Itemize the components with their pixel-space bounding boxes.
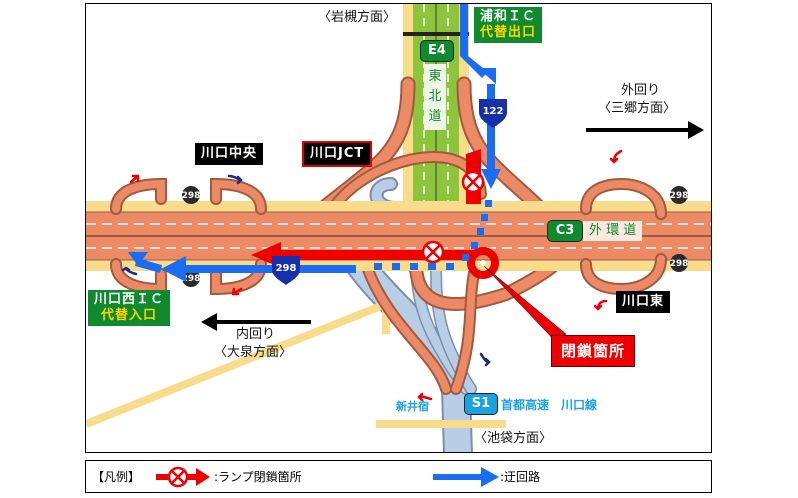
svg-text:298: 298 (670, 191, 689, 201)
legend-detour-icon (433, 467, 499, 487)
closure-location-label: 閉鎖箇所 (551, 335, 636, 367)
jct-label-kawaguchi: 川口JCT (301, 141, 373, 167)
map-frame: 298 298 298 298 (85, 3, 712, 453)
direction-east-line2: 〈三郷方面〉 (598, 101, 677, 116)
svg-text:122: 122 (483, 106, 504, 117)
legend-detour-text: :迂回路 (500, 470, 541, 484)
svg-text:298: 298 (276, 263, 297, 274)
c3-name: 外 環 道 (583, 221, 643, 241)
svg-text:298: 298 (182, 191, 201, 201)
route-122-shield: 122 (479, 99, 507, 128)
legend-closure-text: :ランプ閉鎖箇所 (214, 470, 302, 484)
direction-west-line1: 内回り (236, 327, 276, 342)
legend-closure-icon (156, 466, 210, 488)
direction-west-line2: 〈大泉方面〉 (214, 345, 293, 360)
kawaguchi-nishi-sign-line2: 代替入口 (101, 308, 158, 323)
urawa-sign-line2: 代替出口 (480, 25, 537, 40)
kawaguchi-nishi-sign-line1: 川口西ＩＣ (94, 292, 165, 307)
e4-shield: E4 (420, 40, 454, 62)
legend: 【凡例】 :ランプ閉鎖箇所 :迂回路 (85, 460, 712, 493)
closure-x-marks (421, 170, 485, 264)
c3-shield: C3 (547, 220, 583, 242)
urawa-sign-line1: 浦和ＩＣ (480, 9, 537, 24)
ramp-direction-arrows (121, 149, 623, 402)
ic-label-kawaguchi-chuo: 川口中央 (195, 143, 264, 165)
route-298-badges: 298 298 298 298 (182, 186, 689, 287)
direction-arrows (201, 121, 704, 331)
direction-east-line1: 外回り (621, 83, 661, 98)
ic-label-kawaguchi-higashi: 川口東 (616, 291, 671, 313)
detour-dotted (374, 200, 492, 270)
svg-text:298: 298 (670, 259, 689, 269)
e4-name-vertical: 東 北 道 (424, 64, 446, 130)
detour-route (128, 4, 501, 282)
direction-south-label: 〈池袋方面〉 (474, 431, 553, 446)
svg-text:298: 298 (182, 274, 201, 284)
side-ramps (110, 177, 667, 296)
kawaguchi-nishi-ic-alt-entrance-sign: 川口西ＩＣ 代替入口 (88, 290, 171, 326)
s1-name: 首都高速 川口線 (501, 398, 598, 412)
arai-juku-road (86, 300, 388, 428)
legend-title: 【凡例】 (92, 470, 141, 484)
arai-juku-label: 新井宿 (396, 400, 429, 413)
jct-ramps (308, 76, 573, 395)
urawa-ic-alt-exit-sign: 浦和ＩＣ 代替出口 (474, 7, 543, 43)
s1-shield: S1 (464, 393, 498, 415)
route-298-shield: 298 (272, 256, 300, 285)
direction-north-label: 〈岩槻方面〉 (318, 10, 397, 25)
